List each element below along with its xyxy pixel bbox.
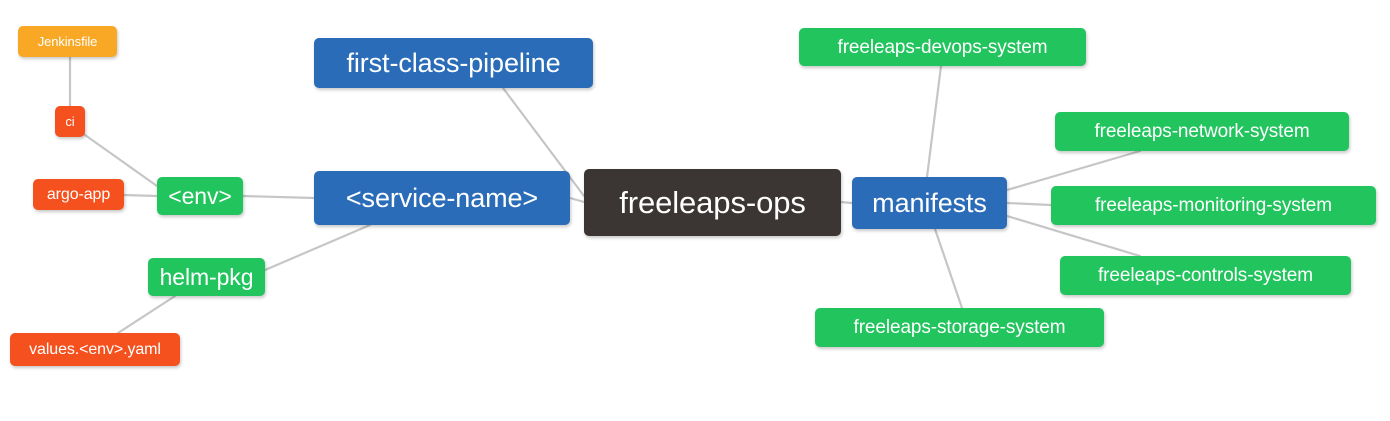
node-manifests[interactable]: manifests — [852, 177, 1007, 229]
node-label: manifests — [872, 187, 987, 218]
node-freeleaps-ops[interactable]: freeleaps-ops — [584, 169, 841, 236]
node-freeleaps-devops-system[interactable]: freeleaps-devops-system — [799, 28, 1086, 66]
node-label: first-class-pipeline — [346, 47, 561, 78]
node-label: ci — [65, 114, 75, 129]
node-label: freeleaps-storage-system — [853, 317, 1066, 338]
node-first-class-pipeline[interactable]: first-class-pipeline — [314, 38, 593, 88]
node-label: freeleaps-controls-system — [1097, 265, 1314, 286]
edge-ops-service — [568, 196, 586, 204]
edge-helm-values — [116, 294, 177, 335]
node-service-name[interactable]: <service-name> — [314, 171, 570, 225]
node-label: Jenkinsfile — [37, 34, 98, 49]
edge-ops-manifests — [839, 200, 854, 205]
node-label: freeleaps-network-system — [1094, 121, 1310, 142]
node-freeleaps-monitoring-system[interactable]: freeleaps-monitoring-system — [1051, 186, 1376, 225]
node-label: freeleaps-ops — [619, 185, 806, 220]
node-freeleaps-network-system[interactable]: freeleaps-network-system — [1055, 112, 1349, 151]
node-helm-pkg[interactable]: helm-pkg — [148, 258, 265, 296]
edge-argo-env — [122, 193, 159, 198]
node-values-yaml[interactable]: values.<env>.yaml — [10, 333, 180, 366]
edge-manifests-network — [1005, 149, 1142, 192]
node-label: helm-pkg — [159, 263, 254, 290]
edge-service-helm — [263, 223, 372, 272]
node-env[interactable]: <env> — [157, 177, 243, 215]
edge-manifests-devops — [925, 64, 943, 179]
node-jenkinsfile[interactable]: Jenkinsfile — [18, 26, 117, 57]
node-label: <env> — [168, 182, 232, 209]
node-label: argo-app — [46, 185, 111, 203]
edge-manifests-storage — [933, 227, 964, 310]
node-label: values.<env>.yaml — [29, 340, 161, 358]
node-ci[interactable]: ci — [55, 106, 85, 137]
node-label: <service-name> — [345, 182, 539, 213]
node-label: freeleaps-monitoring-system — [1095, 195, 1332, 216]
edge-manifests-monitor — [1005, 201, 1053, 207]
node-freeleaps-storage-system[interactable]: freeleaps-storage-system — [815, 308, 1104, 347]
node-label: freeleaps-devops-system — [837, 36, 1048, 58]
edge-service-env — [241, 194, 316, 200]
node-freeleaps-controls-system[interactable]: freeleaps-controls-system — [1060, 256, 1351, 295]
node-argo-app[interactable]: argo-app — [33, 179, 124, 210]
